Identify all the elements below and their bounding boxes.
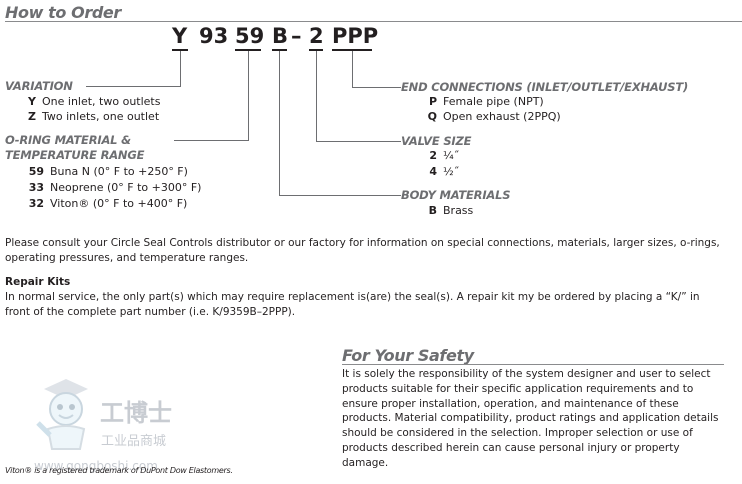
oring-label-line2: TEMPERATURE RANGE	[5, 148, 144, 162]
valve-size-label: VALVE SIZE	[401, 134, 471, 148]
title-rule	[5, 21, 742, 22]
repair-kits-title: Repair Kits	[5, 276, 70, 288]
watermark-mascot-logo	[30, 373, 102, 457]
connector-size-v	[316, 51, 317, 142]
code-series: 93	[199, 24, 228, 48]
oring-label-line1: O-RING MATERIAL &	[5, 133, 131, 147]
connector-ends-v	[352, 51, 353, 88]
code-ends: PPP	[332, 24, 378, 48]
code-dash: –	[291, 24, 302, 48]
consult-paragraph: Please consult your Circle Seal Controls…	[5, 236, 725, 265]
section-title-safety: For Your Safety	[342, 346, 474, 365]
watermark-brand-name: 工博士	[100, 393, 172, 428]
connector-oring-v	[248, 51, 249, 141]
section-title-how-to-order: How to Order	[5, 3, 121, 22]
connector-oring-h	[174, 140, 249, 141]
connector-body-h	[279, 195, 401, 196]
connector-body-v	[279, 51, 280, 196]
safety-text: It is solely the responsibility of the s…	[342, 367, 727, 471]
code-oring: 59	[235, 24, 264, 48]
connector-variation-v	[180, 51, 181, 87]
code-size: 2	[309, 24, 324, 48]
end-connections-label: END CONNECTIONS (INLET/OUTLET/EXHAUST)	[401, 80, 688, 94]
viton-footnote: Viton® is a registered trademark of DuPo…	[5, 466, 233, 475]
safety-rule	[342, 364, 724, 365]
connector-variation-h	[86, 86, 181, 87]
variation-label: VARIATION	[5, 79, 73, 93]
body-materials-label: BODY MATERIALS	[401, 188, 510, 202]
connector-size-h	[316, 141, 401, 142]
repair-kits-text: In normal service, the only part(s) whic…	[5, 290, 725, 319]
connector-ends-h	[352, 87, 401, 88]
watermark-brand-sub: 工业品商城	[101, 430, 166, 449]
code-body: B	[272, 24, 288, 48]
code-variation: Y	[172, 24, 187, 48]
